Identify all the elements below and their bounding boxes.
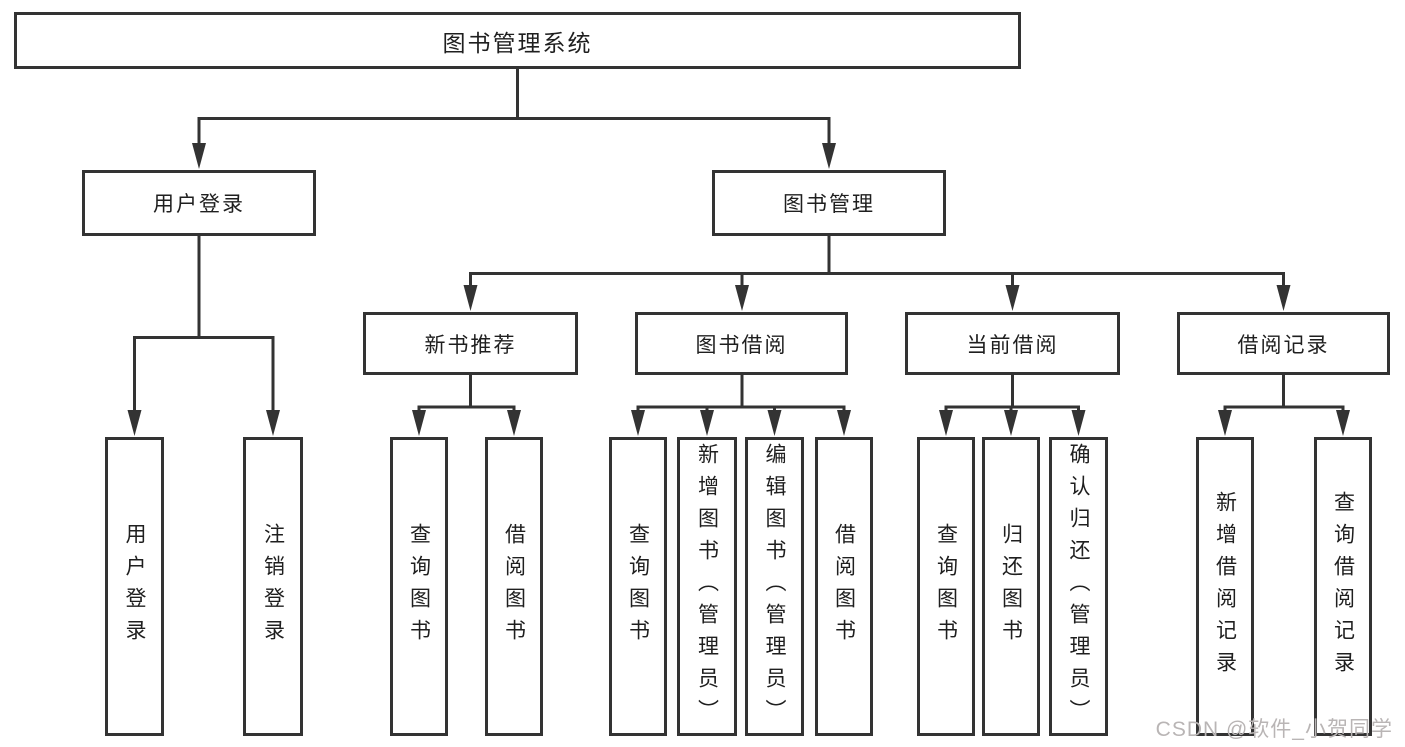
connector-book-management [469,236,1285,290]
node-book-borrowing: 图书借阅 [635,312,848,375]
leaf-edit-book-admin: 编辑图书（管理员） [745,437,804,736]
leaf-borrow-books-recommend-label: 借阅图书 [502,522,526,651]
leaf-query-borrow-record-label: 查询借阅记录 [1331,490,1355,683]
leaf-add-book-admin: 新增图书（管理员） [677,437,737,736]
node-user-login-label: 用户登录 [153,193,245,216]
connector-user-login [133,236,275,414]
leaf-query-books-borrowing-label: 查询图书 [626,522,650,651]
leaf-user-login: 用户登录 [105,437,164,736]
node-library-system-label: 图书管理系统 [442,29,593,56]
leaf-confirm-return-admin: 确认归还（管理员） [1049,437,1108,736]
node-book-management-label: 图书管理 [783,193,875,216]
leaf-return-books-label: 归还图书 [999,522,1023,651]
node-current-borrowing: 当前借阅 [905,312,1120,375]
csdn-watermark: CSDN @软件_小贺同学 [1155,718,1393,741]
leaf-return-books: 归还图书 [982,437,1040,736]
node-book-management: 图书管理 [712,170,946,236]
node-current-borrowing-label: 当前借阅 [966,333,1059,357]
leaf-query-books-current: 查询图书 [917,437,975,736]
leaf-confirm-return-admin-label: 确认归还（管理员） [1067,442,1091,731]
node-book-borrowing-label: 图书借阅 [695,333,788,357]
node-borrowing-records-label: 借阅记录 [1237,333,1330,357]
leaf-logout: 注销登录 [243,437,303,736]
node-new-book-recommend: 新书推荐 [363,312,578,375]
leaf-query-books-current-label: 查询图书 [934,522,958,651]
connector-root [197,69,831,148]
leaf-query-books-recommend-label: 查询图书 [407,522,431,651]
leaf-add-borrow-record-label: 新增借阅记录 [1213,490,1237,683]
leaf-add-borrow-record: 新增借阅记录 [1196,437,1254,736]
connector-book-borrowing [636,375,846,415]
connector-current-borrowing [944,375,1080,415]
arrowheads [127,143,1350,436]
connector-borrowing-records [1223,375,1345,415]
leaf-borrow-books-recommend: 借阅图书 [485,437,543,736]
leaf-query-books-recommend: 查询图书 [390,437,448,736]
leaf-borrow-books-borrowing: 借阅图书 [815,437,873,736]
node-new-book-recommend-label: 新书推荐 [424,333,517,357]
leaf-add-book-admin-label: 新增图书（管理员） [695,442,719,731]
leaf-logout-label: 注销登录 [261,522,285,651]
leaf-user-login-label: 用户登录 [123,522,147,651]
connector-new-book-recommend [417,375,516,415]
leaf-query-books-borrowing: 查询图书 [609,437,667,736]
leaf-edit-book-admin-label: 编辑图书（管理员） [763,442,787,731]
leaf-query-borrow-record: 查询借阅记录 [1314,437,1372,736]
node-borrowing-records: 借阅记录 [1177,312,1390,375]
leaf-borrow-books-borrowing-label: 借阅图书 [832,522,856,651]
node-user-login: 用户登录 [82,170,316,236]
node-library-system: 图书管理系统 [14,12,1021,69]
